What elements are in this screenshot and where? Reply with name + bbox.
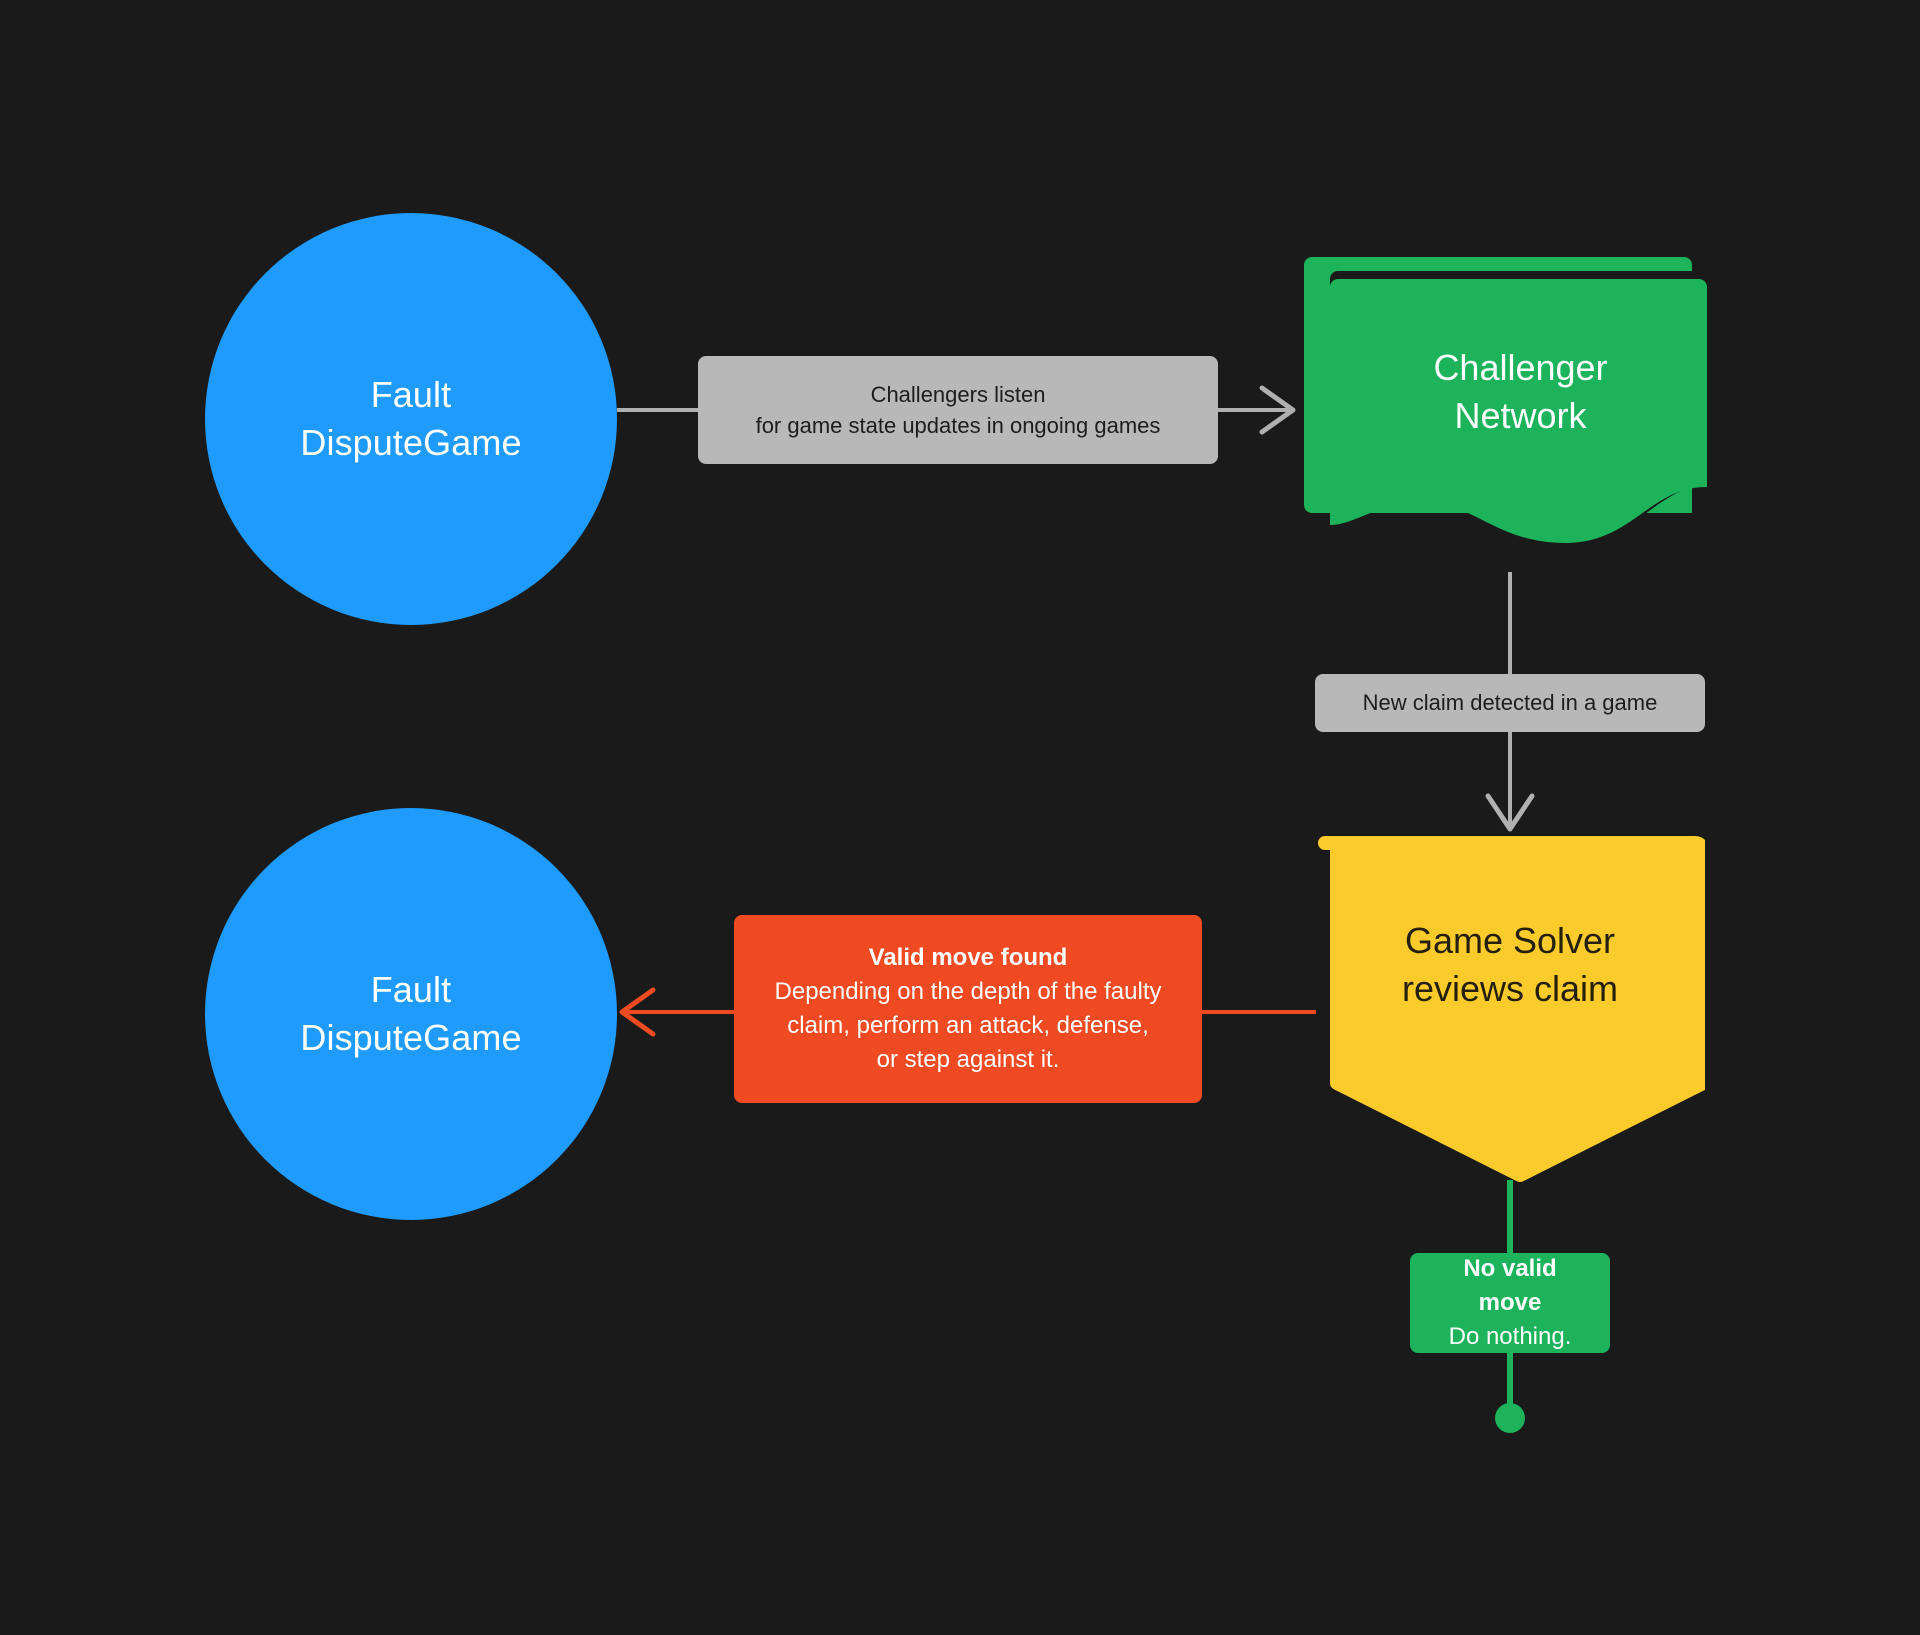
edge-label-line-1: Challengers listen [870,381,1046,407]
shield-shape-path [1318,836,1705,1182]
edge-label-line-1: Do nothing. [1448,1323,1572,1351]
node-fault-dispute-game-bottom[interactable]: Fault DisputeGame [205,808,617,1220]
node-game-solver[interactable]: Game Solver reviews claim [1315,833,1705,1183]
edge-label-new-claim-detected: New claim detected in a game [1315,674,1705,732]
edge-label-challengers-listen: Challengers listen for game state update… [698,356,1218,464]
node-fault-dispute-game-top-label: Fault DisputeGame [300,371,521,466]
edge-valid-move-arrowhead [619,987,656,1037]
node-label-line-1: Fault [370,969,452,1011]
node-fault-dispute-game-top[interactable]: Fault DisputeGame [205,213,617,625]
edge-label-no-valid-move: No valid move Do nothing. [1410,1253,1610,1353]
multidoc-front-sheet [1330,279,1707,543]
node-game-solver-label: Game Solver reviews claim [1402,917,1618,1099]
edge-label-line-2: claim, perform an attack, defense, [787,1012,1149,1039]
edge-label-line-2: for game state updates in ongoing games [755,413,1161,438]
edge-new-claim-arrowhead [1485,793,1535,832]
edge-label-title: No valid move [1463,1254,1557,1316]
edge-label-valid-move-found: Valid move found Depending on the depth … [734,915,1202,1103]
node-label-line-1: Game Solver [1404,919,1616,961]
node-challenger-network-label: Challenger Network [1407,344,1607,476]
node-label-line-2: reviews claim [1401,968,1619,1009]
node-label-line-1: Challenger [1433,346,1608,388]
multi-document-shape-icon [1304,257,1715,543]
edge-label-line-1: New claim detected in a game [1362,690,1658,716]
edge-label-line-3: or step against it. [876,1046,1060,1074]
node-label-line-2: DisputeGame [300,1017,522,1058]
node-fault-dispute-game-bottom-label: Fault DisputeGame [300,966,521,1061]
edge-listen-arrowhead [1259,385,1296,435]
edge-label-title: Valid move found [868,943,1068,971]
edge-label-line-1: Depending on the depth of the faulty [774,977,1162,1005]
node-label-line-2: Network [1454,395,1587,436]
node-label-line-1: Fault [370,374,452,416]
node-challenger-network[interactable]: Challenger Network [1300,245,1715,575]
shield-pentagon-shape-icon [1318,836,1705,1182]
terminator-dot-icon [1495,1403,1525,1433]
node-label-line-2: DisputeGame [300,422,522,463]
